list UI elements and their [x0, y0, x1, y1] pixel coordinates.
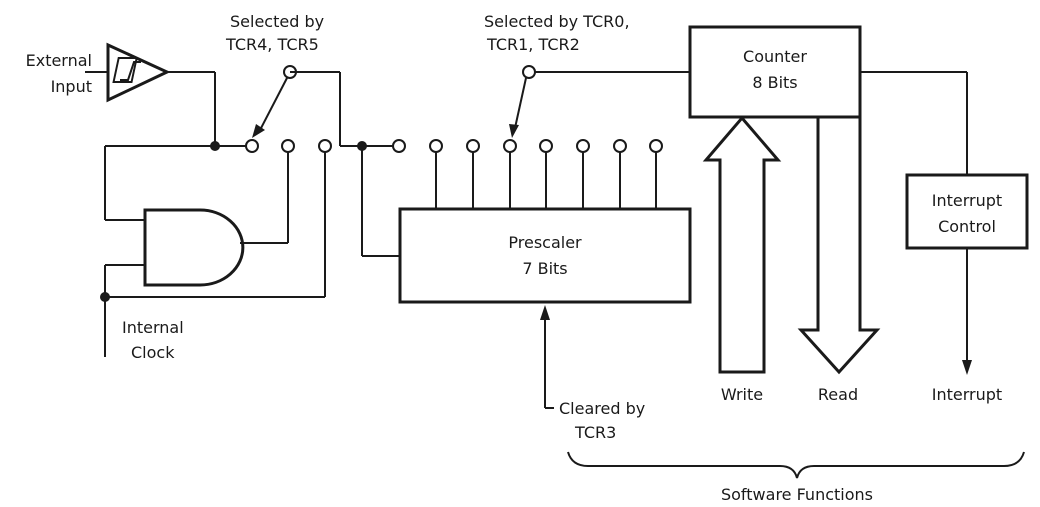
cleared-by-label-line1: Cleared by — [559, 399, 645, 418]
selected-tcr012-label-line1: Selected by TCR0, — [484, 12, 630, 31]
mux1-contact-1 — [245, 139, 259, 153]
tap-contact — [503, 139, 517, 153]
interrupt-arrow-icon — [962, 360, 972, 375]
software-functions-label: Software Functions — [721, 485, 873, 504]
tap-contact — [576, 139, 590, 153]
internal-clock-label-line1: Internal — [122, 318, 184, 337]
counter-box — [688, 25, 862, 119]
read-arrow-icon — [797, 115, 881, 375]
interrupt-control-box — [905, 173, 1029, 250]
external-input-label-line2: Input — [51, 77, 92, 96]
interrupt-label: Interrupt — [932, 385, 1002, 404]
prescaler-label-line2: 7 Bits — [522, 259, 567, 278]
tap-contact — [613, 139, 627, 153]
external-input-label-line1: External — [26, 51, 92, 70]
tap-contact — [649, 139, 663, 153]
prescaler-label-line1: Prescaler — [508, 233, 582, 252]
counter-label-line1: Counter — [743, 47, 807, 66]
mux1-contact-3 — [318, 139, 332, 153]
mux1-contact-2 — [281, 139, 295, 153]
schmitt-buffer — [106, 42, 171, 103]
counter-label-line2: 8 Bits — [752, 73, 797, 92]
selected-tcr45-label-line2: TCR4, TCR5 — [225, 35, 319, 54]
prescaler-box — [398, 207, 692, 304]
tap-contact — [392, 139, 406, 153]
tap-contact — [466, 139, 480, 153]
and-gate — [143, 208, 245, 287]
software-functions-brace — [567, 451, 1025, 479]
clear-arrow-icon — [540, 305, 550, 320]
mux2-switch-arrow-icon — [509, 124, 519, 138]
internal-clock-label-line2: Clock — [131, 343, 175, 362]
mux2-switch-arm — [514, 77, 527, 129]
tap-contact — [429, 139, 443, 153]
read-label: Read — [818, 385, 858, 404]
selected-tcr012-label-line2: TCR1, TCR2 — [486, 35, 580, 54]
write-arrow-icon — [702, 115, 782, 374]
tap-contact — [539, 139, 553, 153]
cleared-by-label-line2: TCR3 — [574, 423, 616, 442]
interrupt-control-label-line2: Control — [938, 217, 996, 236]
mux1-switch-arm — [258, 77, 288, 133]
selected-tcr45-label-line1: Selected by — [230, 12, 324, 31]
prescaler-taps — [392, 139, 663, 208]
interrupt-control-label-line1: Interrupt — [932, 191, 1002, 210]
mux1-switch-arrow-icon — [252, 124, 265, 138]
mux2-common-contact — [522, 65, 536, 79]
write-label: Write — [721, 385, 763, 404]
hysteresis-symbol-icon — [120, 61, 141, 81]
